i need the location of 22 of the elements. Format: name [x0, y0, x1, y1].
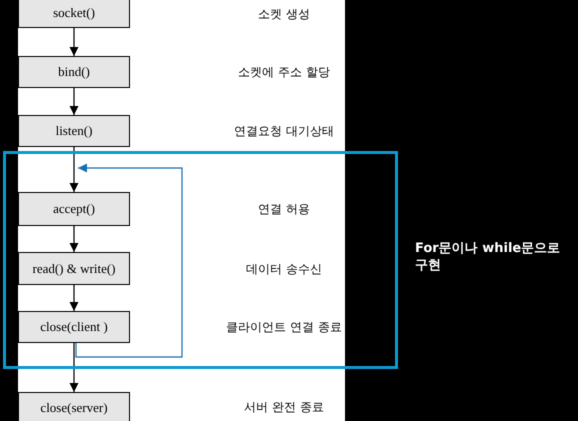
process-box: listen(): [18, 115, 130, 147]
step-description: 연결 허용: [258, 201, 310, 218]
loop-arrow: [75, 164, 183, 358]
step-description: 연결요청 대기상태: [234, 123, 334, 140]
arrow: [70, 147, 78, 192]
process-box: close(server): [18, 392, 130, 421]
arrow: [70, 88, 78, 115]
process-box: read() & write(): [18, 252, 130, 285]
arrow: [70, 226, 78, 252]
process-box: socket(): [18, 0, 130, 28]
process-box: close(client ): [18, 311, 130, 343]
loop-note: For문이나 while문으로 구현: [415, 240, 562, 274]
arrow: [70, 343, 78, 392]
step-description: 소켓 생성: [258, 6, 310, 23]
arrow: [70, 285, 78, 311]
process-box: bind(): [18, 56, 130, 88]
step-description: 데이터 송수신: [246, 261, 322, 278]
step-description: 클라이언트 연결 종료: [226, 319, 342, 336]
step-description: 서버 완전 종료: [244, 399, 324, 416]
step-description: 소켓에 주소 할당: [238, 64, 330, 81]
arrow: [70, 28, 78, 56]
process-box: accept(): [18, 192, 130, 226]
